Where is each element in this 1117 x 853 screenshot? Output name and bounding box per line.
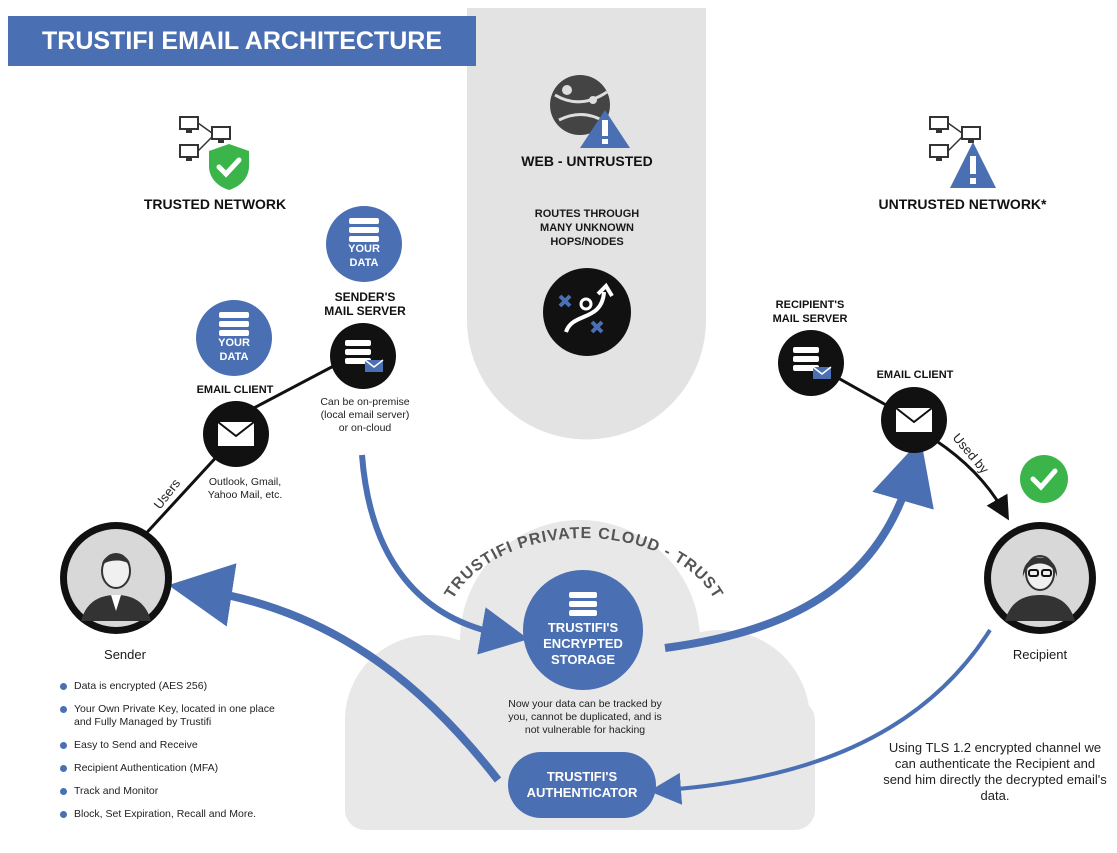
users-label: Users [151,475,184,511]
your-data-text: DATA [349,257,379,269]
untrusted-network-label: UNTRUSTED NETWORK* [878,196,1047,212]
database-icon [349,218,379,242]
web-untrusted-zone [467,8,706,440]
route-icon [543,268,631,356]
routes-line: MANY UNKNOWN [540,222,634,234]
your-data-text: DATA [219,351,249,363]
routes-note: ROUTES THROUGH MANY UNKNOWN HOPS/NODES [497,207,677,249]
web-untrusted-label: WEB - UNTRUSTED [521,153,653,169]
sender-server-label: SENDER'S MAIL SERVER [324,290,406,318]
mail-server-icon [793,347,832,379]
trusted-network-label: TRUSTED NETWORK [143,196,287,212]
storage-note: Now your data can be tracked by you, can… [508,698,662,736]
routes-line: HOPS/NODES [550,236,624,248]
routes-line: ROUTES THROUGH [534,208,640,220]
your-data-text: YOUR [348,243,380,255]
page-title: TRUSTIFI EMAIL ARCHITECTURE [42,27,442,55]
authenticator-label: AUTHENTICATOR [526,785,638,800]
authenticator-label: TRUSTIFI'S [546,769,618,784]
title-bar [8,16,476,66]
used-by-line [934,438,1009,521]
sender-avatar [60,522,172,634]
network-icon [179,116,231,161]
checkmark-icon [1020,455,1068,503]
envelope-icon [217,421,255,446]
tls-note: Using TLS 1.2 encrypted channel we can a… [883,740,1107,803]
storage-to-recipient-arrow [664,439,934,652]
your-data-badge: YOUR DATA [196,300,272,376]
user-icon [67,529,165,627]
recipient-avatar [984,522,1096,634]
sender-mail-server-node [330,323,396,389]
storage-label: TRUSTIFI'S [547,620,619,635]
authenticator-to-sender-arrow [168,563,502,783]
list-item: Track and Monitor [58,785,298,798]
recipient-to-authenticator-arrow [649,628,992,805]
list-item: Easy to Send and Receive [58,739,298,752]
your-data-badge: YOUR DATA [326,206,402,282]
recipient-mail-server-node [778,330,844,396]
list-item: Block, Set Expiration, Recall and More. [58,808,298,821]
storage-label: STORAGE [550,652,616,667]
sender-server-note: Can be on-premise (local email server) o… [320,396,410,434]
recipient-label: Recipient [1012,647,1068,662]
sender-email-client-node [203,401,269,467]
encrypted-storage-node: TRUSTIFI'S ENCRYPTED STORAGE [523,570,643,690]
your-data-text: YOUR [218,337,250,349]
email-client-label: EMAIL CLIENT [196,384,274,396]
authenticator-node: TRUSTIFI'S AUTHENTICATOR [508,752,656,818]
sender-label: Sender [104,647,146,662]
user-icon [991,529,1089,627]
email-client-note: Outlook, Gmail, Yahoo Mail, etc. [207,476,283,501]
network-icon [929,116,981,161]
list-item: Your Own Private Key, located in one pla… [58,703,284,729]
envelope-icon [895,407,933,432]
recipient-email-client-label: EMAIL CLIENT [876,369,954,381]
recipient-email-client-node [881,387,947,453]
client-server-line [249,358,346,412]
storage-label: ENCRYPTED [543,636,623,651]
recipient-server-label: RECIPIENT'S MAIL SERVER [772,299,848,325]
database-icon [219,312,249,336]
database-icon [569,592,597,616]
server-to-storage-arrow [359,454,529,655]
list-item: Recipient Authentication (MFA) [58,762,298,775]
list-item: Data is encrypted (AES 256) [58,680,298,693]
warning-icon [950,142,996,188]
globe-warning-icon [550,75,630,148]
shield-check-icon [209,144,249,190]
feature-list: Data is encrypted (AES 256) Your Own Pri… [58,680,298,831]
mail-server-icon [345,340,384,372]
